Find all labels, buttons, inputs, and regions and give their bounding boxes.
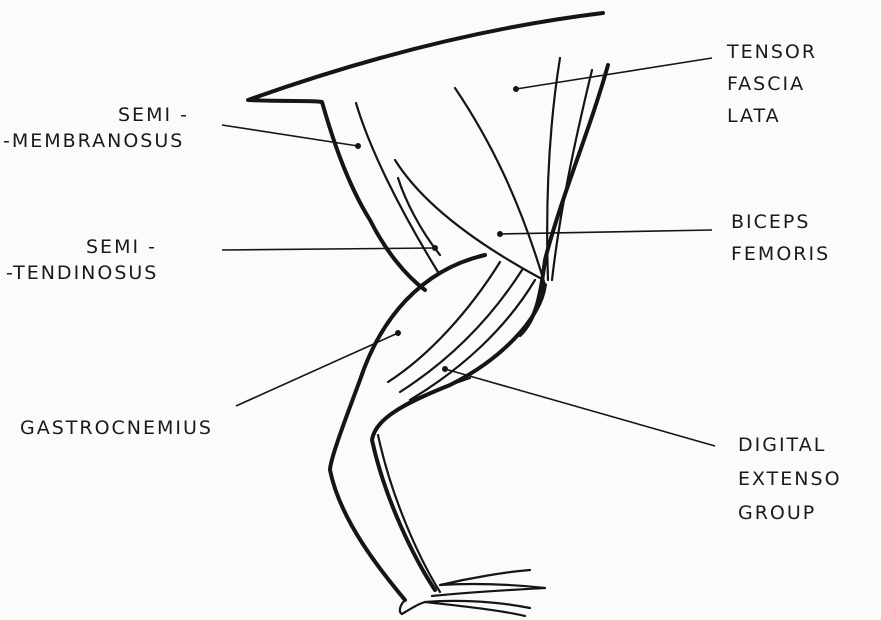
leader-semitendinosus bbox=[222, 248, 435, 250]
dot-digital bbox=[442, 366, 448, 372]
leader-digital bbox=[445, 369, 715, 446]
label-tensor-line-3: LATA bbox=[727, 100, 817, 132]
leader-gastrocnemius bbox=[236, 333, 398, 406]
label-semimembranosus-line-2: -MEMBRANOSUS bbox=[3, 128, 243, 154]
label-semitendinosus-line-1: SEMI - bbox=[6, 234, 158, 260]
label-digital-line-3: GROUP bbox=[738, 496, 842, 530]
label-gastrocnemius-line-1: GASTROCNEMIUS bbox=[20, 415, 213, 441]
label-biceps-femoris: BICEPS FEMORIS bbox=[731, 206, 830, 270]
leader-biceps bbox=[500, 230, 712, 234]
tarsus-inner-line bbox=[378, 435, 440, 592]
dot-gastrocnemius bbox=[395, 330, 401, 336]
label-biceps-line-1: BICEPS bbox=[731, 206, 830, 238]
dot-semitendinosus bbox=[432, 245, 438, 251]
dot-semimembranosus bbox=[355, 143, 361, 149]
label-tensor-fascia-lata: TENSOR FASCIA LATA bbox=[727, 36, 817, 132]
label-gastrocnemius: GASTROCNEMIUS bbox=[20, 415, 213, 441]
label-semitendinosus-line-2: -TENDINOSUS bbox=[6, 260, 158, 286]
label-tensor-line-2: FASCIA bbox=[727, 68, 817, 100]
label-semitendinosus: SEMI - -TENDINOSUS bbox=[6, 234, 158, 286]
shank-muscle-line-3 bbox=[410, 280, 535, 400]
label-digital-extenso-group: DIGITAL EXTENSO GROUP bbox=[738, 428, 842, 530]
foot-toes bbox=[400, 570, 545, 616]
label-tensor-line-1: TENSOR bbox=[727, 36, 817, 68]
dot-tensor bbox=[513, 86, 519, 92]
shank-muscle-line-4 bbox=[372, 378, 470, 440]
leader-tensor bbox=[516, 58, 712, 89]
label-digital-line-1: DIGITAL bbox=[738, 428, 842, 462]
label-digital-line-2: EXTENSO bbox=[738, 462, 842, 496]
shank-back-outline bbox=[330, 255, 485, 600]
label-semimembranosus: SEMI - -MEMBRANOSUS bbox=[78, 102, 243, 154]
semimembranosus-line bbox=[356, 103, 438, 272]
label-biceps-line-2: FEMORIS bbox=[731, 238, 830, 270]
label-semimembranosus-line-1: SEMI - bbox=[78, 102, 243, 128]
dot-biceps bbox=[497, 231, 503, 237]
